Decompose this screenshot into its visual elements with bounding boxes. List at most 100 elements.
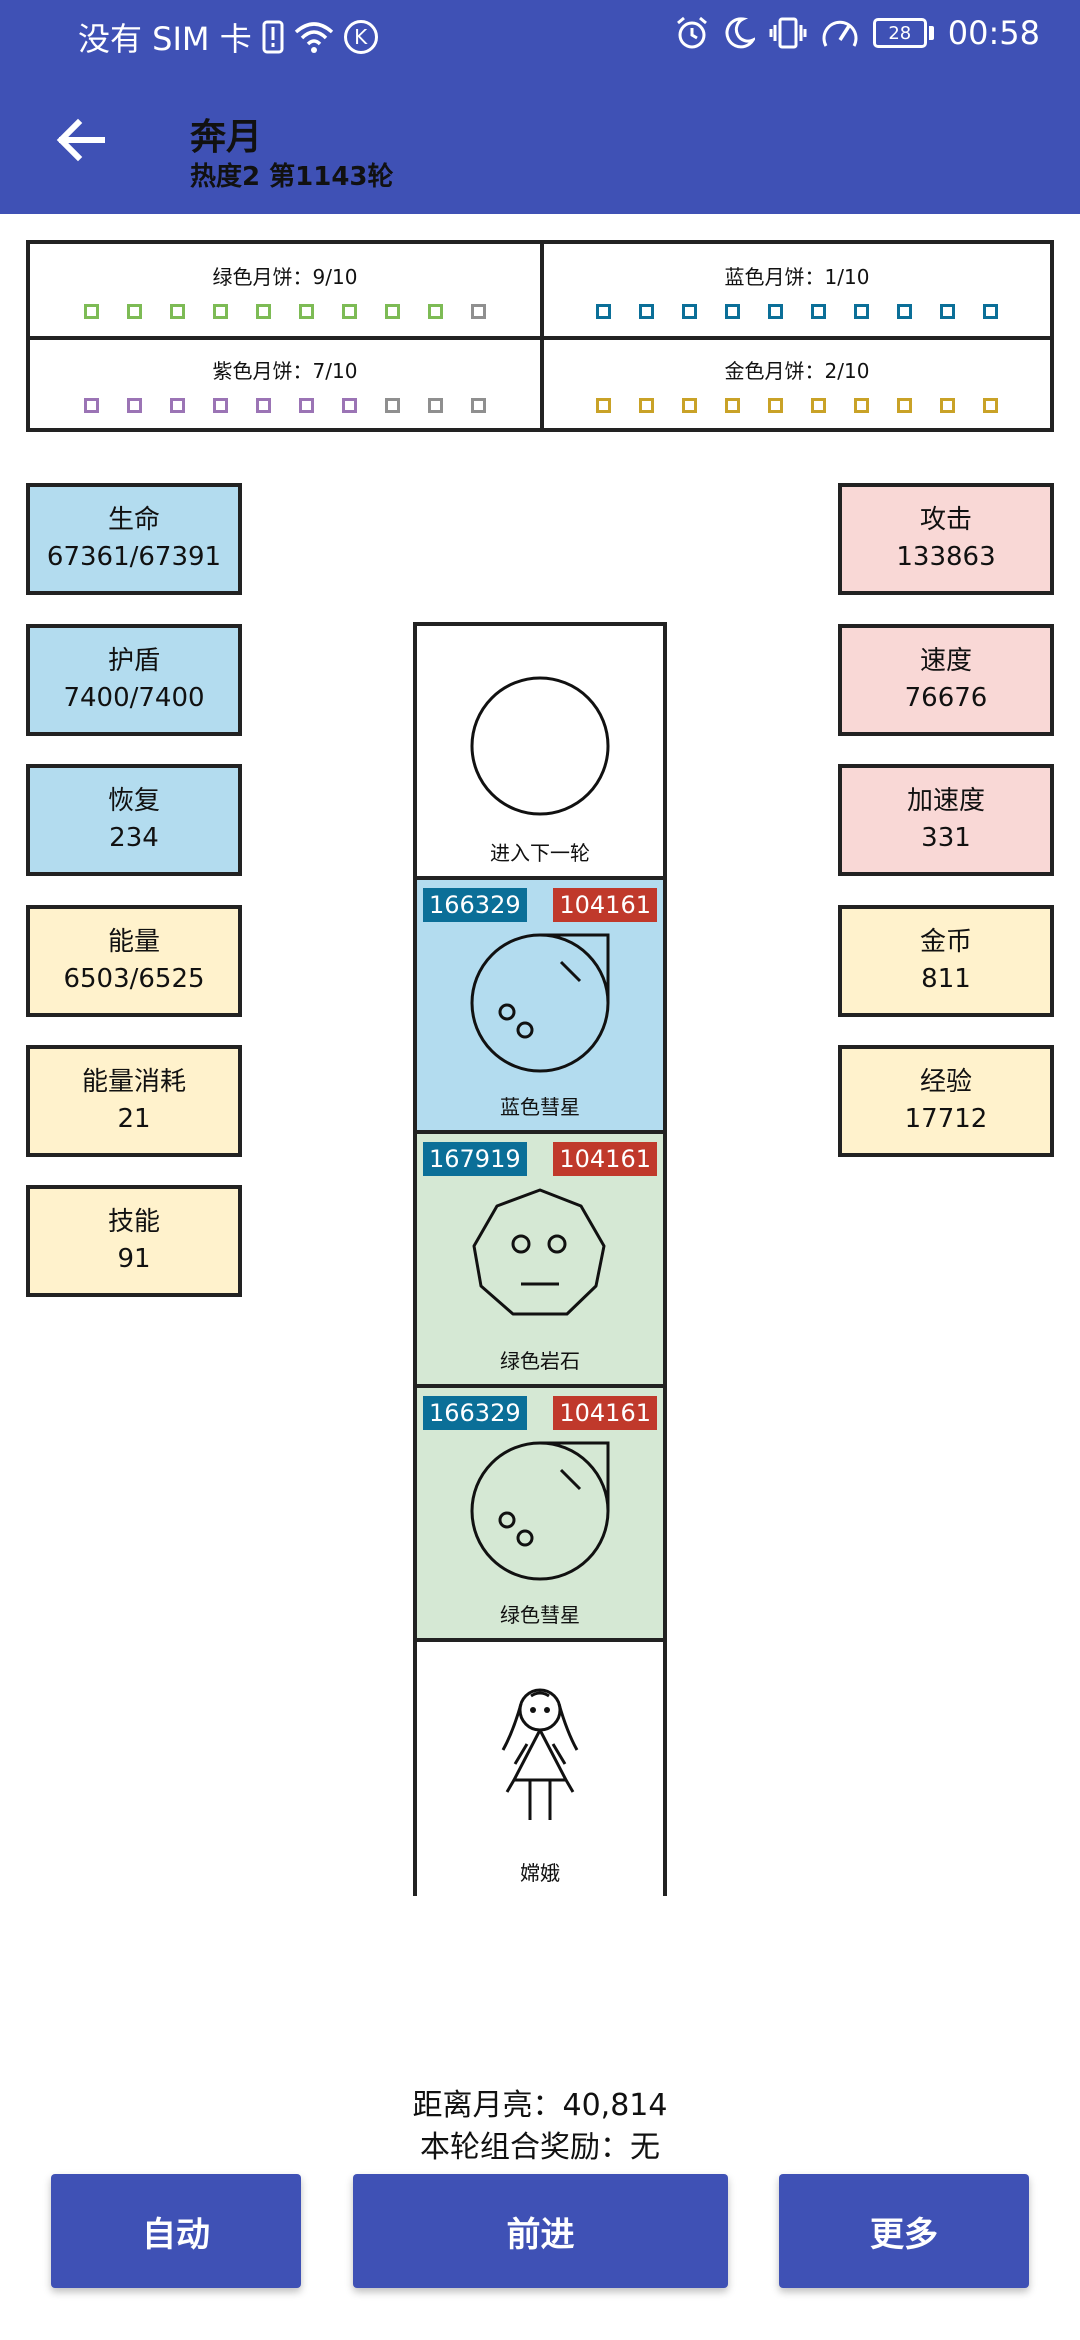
clock-text: 00:58: [947, 14, 1040, 52]
enemy-hp-badge: 166329: [423, 888, 527, 922]
stat-name: 技能: [107, 1207, 160, 1237]
stat-name: 攻击: [919, 505, 972, 535]
mooncake-label: 蓝色月饼：1/10: [724, 265, 870, 289]
stat-acceleration[interactable]: 加速度 331: [838, 764, 1054, 876]
stat-attack[interactable]: 攻击 133863: [838, 483, 1054, 595]
mooncake-filled-square: [84, 304, 99, 319]
mooncake-empty-square: [725, 398, 740, 413]
mooncake-label: 紫色月饼：7/10: [212, 359, 358, 383]
mooncake-empty-square: [940, 304, 955, 319]
mooncake-filled-square: [127, 398, 142, 413]
page-subtitle: 热度2 第1143轮: [190, 162, 394, 192]
mooncake-filled-square: [84, 398, 99, 413]
mooncake-empty-square: [385, 398, 400, 413]
mooncake-empty-square: [897, 398, 912, 413]
mooncake-empty-square: [854, 398, 869, 413]
card-name: 进入下一轮: [490, 841, 590, 865]
stat-name: 护盾: [107, 646, 160, 676]
k-badge-icon: K: [343, 20, 378, 54]
rock-icon: [472, 1188, 606, 1316]
stat-value: 7400/7400: [63, 683, 205, 713]
enemy-card-blue-comet[interactable]: 166329 104161 蓝色彗星: [417, 880, 663, 1134]
track-column: 进入下一轮 166329 104161 蓝色彗星 167919 104161 绿…: [413, 622, 667, 1896]
mooncake-empty-square: [811, 398, 826, 413]
mooncake-empty-square: [768, 304, 783, 319]
stat-value: 234: [109, 823, 159, 853]
enemy-hp-badge: 166329: [423, 1396, 527, 1430]
mooncake-empty-square: [682, 398, 697, 413]
stat-value: 331: [921, 823, 971, 853]
bonus-text: 本轮组合奖励：无: [420, 2130, 660, 2165]
status-left: 没有 SIM 卡 K: [78, 14, 378, 60]
stat-skill[interactable]: 技能 91: [26, 1185, 242, 1297]
stat-value: 6503/6525: [63, 964, 205, 994]
mooncake-filled-square: [127, 304, 142, 319]
mooncake-progress: [84, 398, 486, 413]
stat-speed[interactable]: 速度 76676: [838, 624, 1054, 736]
stat-value: 133863: [896, 542, 996, 572]
enemy-hp-badge: 167919: [423, 1142, 527, 1176]
mooncake-blue: 蓝色月饼：1/10: [540, 244, 1050, 336]
wifi-icon: [294, 22, 333, 53]
moon-icon: [725, 17, 755, 49]
stat-name: 速度: [919, 646, 972, 676]
stat-energy[interactable]: 能量 6503/6525: [26, 905, 242, 1017]
mooncake-progress: [596, 304, 998, 319]
stat-regen[interactable]: 恢复 234: [26, 764, 242, 876]
speed-icon: [822, 20, 858, 47]
vibrate-icon: [769, 17, 807, 49]
status-bar: 没有 SIM 卡 K 28: [0, 0, 1080, 72]
stat-name: 金币: [919, 927, 972, 957]
stat-name: 加速度: [906, 786, 985, 816]
mooncake-filled-square: [385, 304, 400, 319]
mooncake-filled-square: [299, 398, 314, 413]
alert-icon: [262, 20, 284, 54]
mooncake-filled-square: [213, 304, 228, 319]
mooncake-empty-square: [768, 398, 783, 413]
mooncake-filled-square: [170, 398, 185, 413]
mooncake-empty-square: [854, 304, 869, 319]
stat-energy-cost[interactable]: 能量消耗 21: [26, 1045, 242, 1157]
mooncake-filled-square: [170, 304, 185, 319]
mooncake-empty-square: [682, 304, 697, 319]
mooncake-gold: 金色月饼：2/10: [540, 336, 1050, 428]
enemy-card-green-rock[interactable]: 167919 104161 绿色岩石: [417, 1134, 663, 1388]
comet-icon: [470, 933, 610, 1073]
card-name: 绿色岩石: [500, 1349, 580, 1373]
forward-button[interactable]: 前进: [353, 2174, 728, 2288]
stat-name: 生命: [107, 505, 160, 535]
mooncake-panel: 绿色月饼：9/10 蓝色月饼：1/10 紫色月饼：7/10 金色月饼：2/10: [26, 240, 1054, 432]
back-arrow-icon[interactable]: [50, 110, 110, 170]
mooncake-filled-square: [639, 398, 654, 413]
change-figure-icon: [501, 1688, 579, 1820]
mooncake-empty-square: [983, 398, 998, 413]
mooncake-empty-square: [897, 304, 912, 319]
mooncake-empty-square: [725, 304, 740, 319]
mooncake-empty-square: [940, 398, 955, 413]
stat-gold[interactable]: 金币 811: [838, 905, 1054, 1017]
comet-icon: [470, 1441, 610, 1581]
status-right: 28 00:58: [675, 14, 1040, 52]
stat-value: 91: [117, 1244, 151, 1274]
next-round-card[interactable]: 进入下一轮: [417, 626, 663, 880]
stat-name: 能量: [107, 927, 160, 957]
auto-button[interactable]: 自动: [51, 2174, 301, 2288]
alarm-icon: [676, 16, 707, 49]
stat-experience[interactable]: 经验 17712: [838, 1045, 1054, 1157]
battery-level: 28: [872, 18, 927, 48]
more-button[interactable]: 更多: [779, 2174, 1029, 2288]
player-card[interactable]: 嫦娥: [417, 1642, 663, 1896]
stat-name: 经验: [919, 1067, 972, 1097]
mooncake-empty-square: [811, 304, 826, 319]
mooncake-green: 绿色月饼：9/10: [30, 244, 540, 336]
mooncake-filled-square: [213, 398, 228, 413]
mooncake-progress: [596, 398, 998, 413]
mooncake-purple: 紫色月饼：7/10: [30, 336, 540, 428]
card-name: 嫦娥: [520, 1861, 560, 1885]
enemy-card-green-comet[interactable]: 166329 104161 绿色彗星: [417, 1388, 663, 1642]
stat-value: 76676: [904, 683, 988, 713]
distance-text: 距离月亮：40,814: [412, 2088, 668, 2123]
stat-shield[interactable]: 护盾 7400/7400: [26, 624, 242, 736]
stat-life[interactable]: 生命 67361/67391: [26, 483, 242, 595]
card-name: 绿色彗星: [500, 1603, 580, 1627]
